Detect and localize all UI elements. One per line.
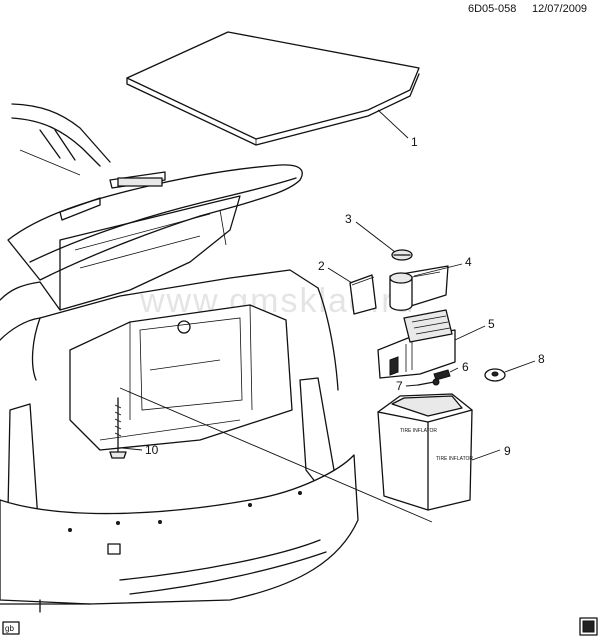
callout-5: 5 [488,317,495,331]
part-1-trunk-floor-panel [126,31,420,146]
case-label-front: TIRE INFLATOR [400,428,437,434]
part-3-cap [391,249,413,261]
drawing-date: 12/07/2009 [532,3,587,15]
part-7-screw [417,378,440,386]
callout-2: 2 [318,259,325,273]
callout-8: 8 [538,352,545,366]
callout-9: 9 [504,444,511,458]
callout-1: 1 [411,135,418,149]
part-8-clip [484,368,506,382]
corner-code-box: gb [2,621,20,635]
part-10-stud [109,397,127,459]
part-4-inflator-canister [389,265,449,311]
leader-lines [119,109,536,523]
case-label-side: TIRE INFLATOR [436,456,473,462]
callouts: 1 2 3 4 5 6 7 8 9 10 [145,135,545,458]
corner-code: gb [5,624,14,633]
callout-4: 4 [465,255,472,269]
brand-logo-box [579,617,598,636]
drawing-id: 6D05-058 [468,3,516,15]
callout-6: 6 [462,360,469,374]
part-2-bracket [349,274,377,315]
vehicle-rear-body [0,103,359,613]
callout-7: 7 [396,379,403,393]
part-5-compressor [377,309,456,379]
part-6-bolt [433,369,451,381]
callout-3: 3 [345,212,352,226]
callout-10: 10 [145,443,159,457]
part-9-storage-case: TIRE INFLATOR TIRE INFLATOR [377,393,473,511]
